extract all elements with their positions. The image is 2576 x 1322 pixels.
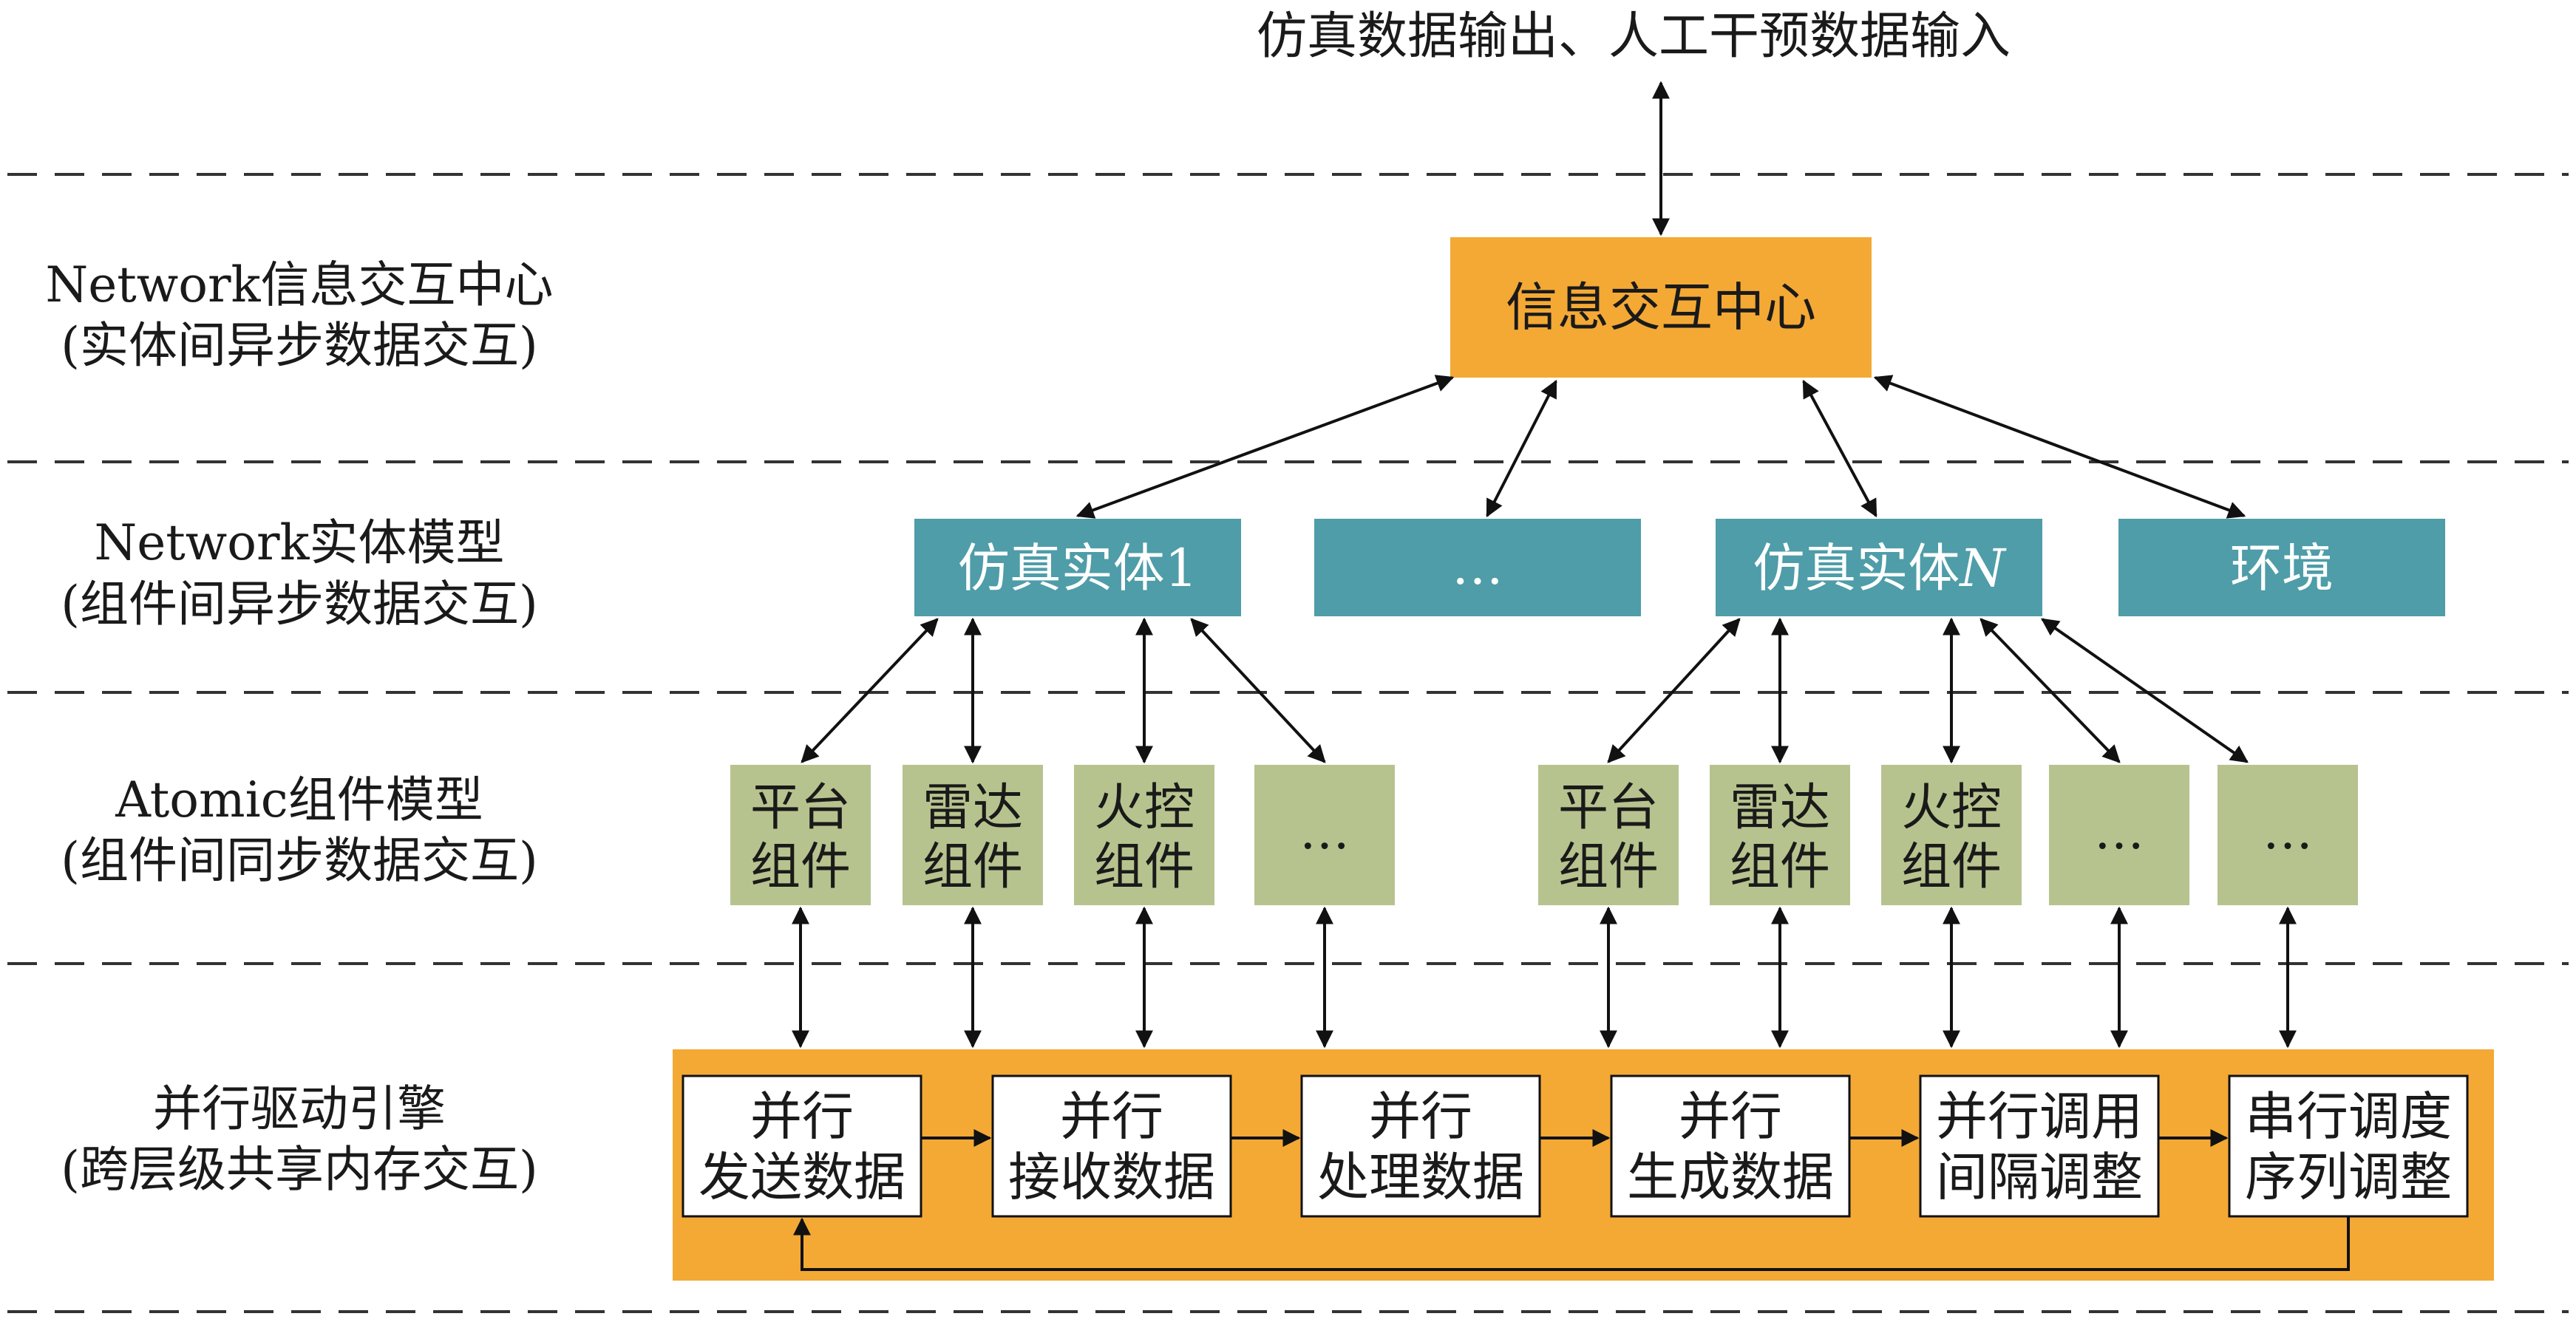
engine-step-4-box <box>1610 1074 1851 1218</box>
entity-1-box <box>914 519 1241 616</box>
entity1-comp4-arrow <box>1190 618 1326 763</box>
environment-label: 环境 <box>2230 538 2334 599</box>
component-layer: 平台 组件 雷达 组件 火控 组件 … 平台 组件 雷达 组件 火控 组件 … … <box>730 765 2358 905</box>
component-box-8 <box>2049 765 2189 905</box>
engine-step-3-line2: 处理数据 <box>1317 1147 1524 1207</box>
engine-step-6-box <box>2228 1074 2469 1218</box>
entity-n-prefix: 仿真实体 <box>1753 538 1960 599</box>
info-center-node: 信息交互中心 <box>1450 237 1872 378</box>
layer-engine-title: 并行驱动引擎 <box>153 1080 446 1137</box>
component-box-9 <box>2218 765 2358 905</box>
engine-step-5-box <box>1919 1074 2160 1218</box>
entityn-comp8-arrow <box>1979 618 2121 763</box>
engine-step-5-line1: 并行调用 <box>1936 1086 2143 1147</box>
entity-ellipsis-box <box>1314 519 1641 616</box>
component-2-line1: 雷达 <box>922 779 1023 837</box>
engine-step-2-line1: 并行 <box>1060 1086 1163 1147</box>
component-1-line1: 平台 <box>750 779 851 837</box>
layer-atomic-title: Atomic组件模型 <box>115 771 483 828</box>
component-box-4 <box>1254 765 1395 905</box>
entityn-comp9-arrow <box>2041 618 2249 763</box>
layer-engine-subtitle: (跨层级共享内存交互) <box>61 1141 538 1198</box>
entity-ellipsis-label: … <box>1452 536 1503 596</box>
engine-step-2-box <box>991 1074 1232 1218</box>
engine-step-2-line2: 接收数据 <box>1008 1147 1215 1207</box>
entity-layer: 仿真实体1 … 仿真实体N 环境 <box>914 519 2445 616</box>
engine-step-5-line2: 间隔调整 <box>1936 1147 2143 1207</box>
component-box-7 <box>1881 765 2022 905</box>
component-box-2 <box>903 765 1043 905</box>
engine-step-1-line1: 并行 <box>750 1086 854 1147</box>
info-center-label: 信息交互中心 <box>1506 277 1816 338</box>
engine-step-1-line2: 发送数据 <box>699 1147 905 1207</box>
component-box-6 <box>1710 765 1850 905</box>
component-6-line1: 雷达 <box>1730 779 1830 837</box>
entityn-comp5-arrow <box>1607 618 1741 763</box>
center-env-arrow <box>1873 375 2246 519</box>
layer-network-center-subtitle: (实体间异步数据交互) <box>61 317 538 374</box>
layer-labels: Network信息交互中心 (实体间异步数据交互) Network实体模型 (组… <box>45 256 553 1198</box>
center-entityn-arrow <box>1802 379 1877 518</box>
component-4-ellipsis: … <box>1299 803 1350 861</box>
layer-network-entity-title: Network实体模型 <box>94 514 504 571</box>
component-5-line2: 组件 <box>1558 838 1659 896</box>
engine-step-1-box <box>682 1074 922 1218</box>
feedback-loop-arrow <box>793 1216 2350 1271</box>
info-center-box <box>1450 237 1872 378</box>
entity1-comp1-arrow <box>801 618 939 763</box>
layer-atomic-subtitle: (组件间同步数据交互) <box>61 832 538 889</box>
entity-n-label: 仿真实体N <box>1753 538 2007 599</box>
component-6-line2: 组件 <box>1730 838 1830 896</box>
environment-box <box>2118 519 2445 616</box>
component-7-line1: 火控 <box>1901 779 2002 837</box>
engine-step-4-line2: 生成数据 <box>1627 1147 1834 1207</box>
center-entity1-arrow <box>1075 375 1455 519</box>
top-io-label: 仿真数据输出、人工干预数据输入 <box>1257 7 2011 66</box>
component-3-line2: 组件 <box>1094 838 1194 896</box>
component-box-5 <box>1538 765 1679 905</box>
engine-step-6-line1: 串行调度 <box>2245 1086 2452 1147</box>
component-7-line2: 组件 <box>1901 838 2002 896</box>
engine-step-6-line2: 序列调整 <box>2245 1147 2452 1207</box>
layer-network-center-title: Network信息交互中心 <box>45 256 553 313</box>
engine-step-3-box <box>1300 1074 1541 1218</box>
component-5-line1: 平台 <box>1558 779 1659 837</box>
component-2-line2: 组件 <box>922 838 1023 896</box>
engine-step-3-line1: 并行 <box>1369 1086 1472 1147</box>
engine-layer: 并行 发送数据 并行 接收数据 并行 处理数据 并行 生成数据 并行调用 间隔调… <box>673 1049 2494 1281</box>
engine-container <box>673 1049 2494 1281</box>
component-9-ellipsis: … <box>2263 803 2313 861</box>
component-1-line2: 组件 <box>750 838 851 896</box>
entity-1-label: 仿真实体1 <box>958 538 1198 599</box>
engine-step-4-line1: 并行 <box>1679 1086 1782 1147</box>
entity-n-italic: N <box>1958 538 2007 599</box>
entity-n-box <box>1716 519 2042 616</box>
component-box-3 <box>1074 765 1214 905</box>
component-box-1 <box>730 765 871 905</box>
component-3-line1: 火控 <box>1094 779 1194 837</box>
center-ellipsis-arrow <box>1486 379 1557 518</box>
layer-network-entity-subtitle: (组件间异步数据交互) <box>61 576 538 633</box>
connectors <box>792 81 2350 1271</box>
component-8-ellipsis: … <box>2094 803 2144 861</box>
